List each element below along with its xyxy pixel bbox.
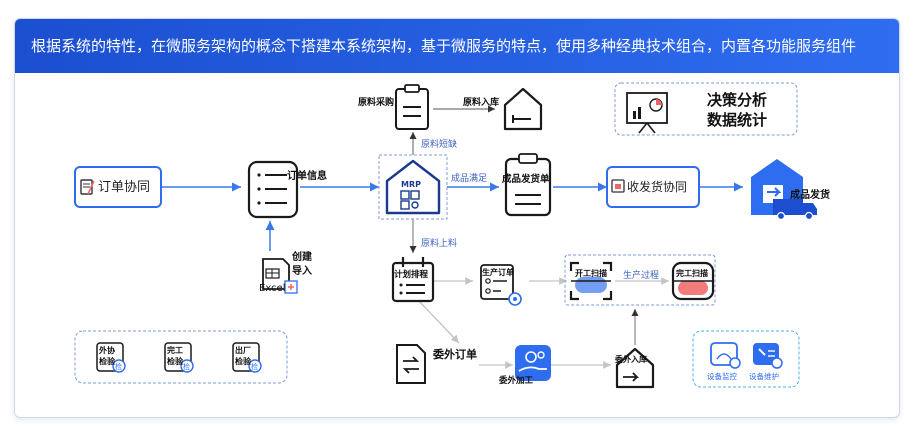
header-banner: 根据系统的特性，在微服务架构的概念下搭建本系统架构，基于微服务的特点，使用多种经…	[15, 19, 899, 73]
edge-label-raw-shortage: 原料短缺	[421, 138, 457, 150]
node-ship-collab-label: 收发货协同	[627, 179, 687, 194]
node-production-order-label: 生产订单	[482, 267, 514, 277]
node-outsource-inbound[interactable]: 委外入库	[614, 347, 655, 389]
node-mrp[interactable]: MRP	[378, 154, 448, 220]
mrp-house-icon	[385, 159, 441, 215]
diagram-card: 根据系统的特性，在微服务架构的概念下搭建本系统架构，基于微服务的特点，使用多种经…	[14, 18, 900, 418]
edit-doc-icon	[80, 179, 95, 195]
inspect-finish-bottom: 检验	[167, 356, 184, 366]
node-work-start-scan-label: 开工扫描	[575, 268, 607, 278]
node-inspect-factory[interactable]: 出厂 检验 检	[232, 342, 262, 373]
node-equipment-monitor[interactable]: 设备监控	[707, 342, 741, 381]
node-order-collab-label: 订单协同	[98, 180, 150, 195]
node-work-finish-scan-label: 完工扫描	[676, 268, 708, 278]
hand-gear-icon	[515, 345, 551, 381]
monitor-gauge-icon	[710, 342, 741, 369]
inspect-finish-top: 完工	[167, 345, 183, 355]
warehouse-in-icon	[615, 347, 655, 389]
node-product-ship-label: 成品发货	[790, 188, 830, 201]
inspect-badge: 检	[251, 362, 258, 371]
inspect-factory-bottom: 检验	[235, 356, 252, 366]
clipboard-list-icon	[504, 153, 552, 217]
node-plan-schedule-label: 计划排程	[394, 269, 429, 280]
node-order-info-label: 订单信息	[287, 169, 327, 182]
create-label: 创建	[291, 250, 313, 263]
presentation-chart-icon	[626, 92, 668, 134]
node-ship-collab[interactable]: 收发货协同	[606, 166, 700, 208]
header-title: 根据系统的特性，在微服务架构的概念下搭建本系统架构，基于微服务的特点，使用多种经…	[31, 37, 857, 55]
swap-doc-icon	[396, 344, 426, 384]
node-work-finish-scan[interactable]: 完工扫描	[671, 261, 715, 301]
truck-warehouse-icon	[751, 159, 817, 221]
node-product-ship-order[interactable]: 成品发货单	[502, 153, 552, 217]
excel-icon	[262, 258, 298, 294]
node-create-import[interactable]: Excel 创建 导入	[259, 250, 313, 294]
node-production-order[interactable]: 生产订单	[480, 264, 522, 306]
warehouse-in-icon	[503, 87, 543, 131]
edge-plan-to-outsource	[418, 300, 460, 344]
node-equipment-maintain[interactable]: 设备维护	[749, 343, 783, 381]
edge-label-product-sufficient: 成品满足	[451, 172, 487, 184]
node-work-start-scan[interactable]: 开工扫描	[569, 261, 613, 301]
flow-diagram: 原料短缺 成品满足 原料上料 订单协同	[74, 82, 830, 389]
node-raw-inbound[interactable]: 原料入库	[463, 87, 543, 131]
node-raw-purchase-label: 原料采购	[358, 96, 394, 108]
inspect-outsource-bottom: 检验	[99, 356, 116, 366]
node-inspect-outsource[interactable]: 外协 检验 检	[96, 342, 126, 373]
node-outsource-process-label: 委外加工	[498, 375, 534, 386]
list-doc-icon	[247, 160, 299, 219]
edges: 原料短缺 成品满足 原料上料	[161, 105, 743, 369]
node-outsource-inbound-label: 委外入库	[614, 354, 647, 364]
inspect-badge: 检	[183, 362, 190, 371]
node-equipment-maintain-label: 设备维护	[749, 371, 779, 381]
excel-label: Excel	[259, 283, 286, 294]
decision-line1: 决策分析	[707, 91, 767, 109]
node-mrp-label: MRP	[401, 180, 421, 189]
checklist-gear-icon	[480, 264, 522, 306]
decision-line2: 数据统计	[707, 111, 767, 129]
node-production-scan-group	[564, 254, 716, 306]
production-process-label: 生产过程	[623, 269, 659, 281]
wrench-doc-icon	[753, 343, 783, 369]
node-raw-inbound-label: 原料入库	[463, 96, 499, 108]
node-order-info[interactable]: 订单信息	[247, 160, 327, 219]
node-outsource-order-label: 委外订单	[432, 347, 477, 361]
scan-frame-icon	[569, 261, 613, 301]
node-order-collab[interactable]: 订单协同	[74, 166, 162, 208]
node-inspection-group	[74, 330, 288, 384]
inspect-outsource-top: 外协	[99, 345, 115, 355]
node-product-ship-order-label: 成品发货单	[502, 173, 550, 185]
node-decision[interactable]: 决策分析 数据统计	[614, 82, 798, 136]
inspect-factory-top: 出厂	[235, 345, 251, 355]
calendar-list-icon	[391, 257, 435, 303]
node-raw-purchase[interactable]: 原料采购	[358, 84, 429, 130]
node-plan-schedule[interactable]: 计划排程	[391, 257, 435, 303]
node-equipment-monitor-label: 设备监控	[707, 371, 737, 381]
scan-frame-icon	[671, 261, 715, 301]
edge-label-raw-feed: 原料上料	[421, 237, 457, 249]
node-inspect-finish[interactable]: 完工 检验 检	[164, 342, 194, 373]
node-outsource-process[interactable]: 委外加工	[498, 345, 551, 386]
clipboard-icon	[395, 84, 429, 130]
node-outsource-order[interactable]: 委外订单	[396, 344, 477, 384]
node-product-ship[interactable]: 成品发货	[751, 159, 830, 221]
inspect-badge: 检	[115, 362, 122, 371]
calendar-icon	[611, 179, 625, 193]
import-label: 导入	[292, 265, 312, 277]
node-equipment-group	[692, 330, 800, 388]
